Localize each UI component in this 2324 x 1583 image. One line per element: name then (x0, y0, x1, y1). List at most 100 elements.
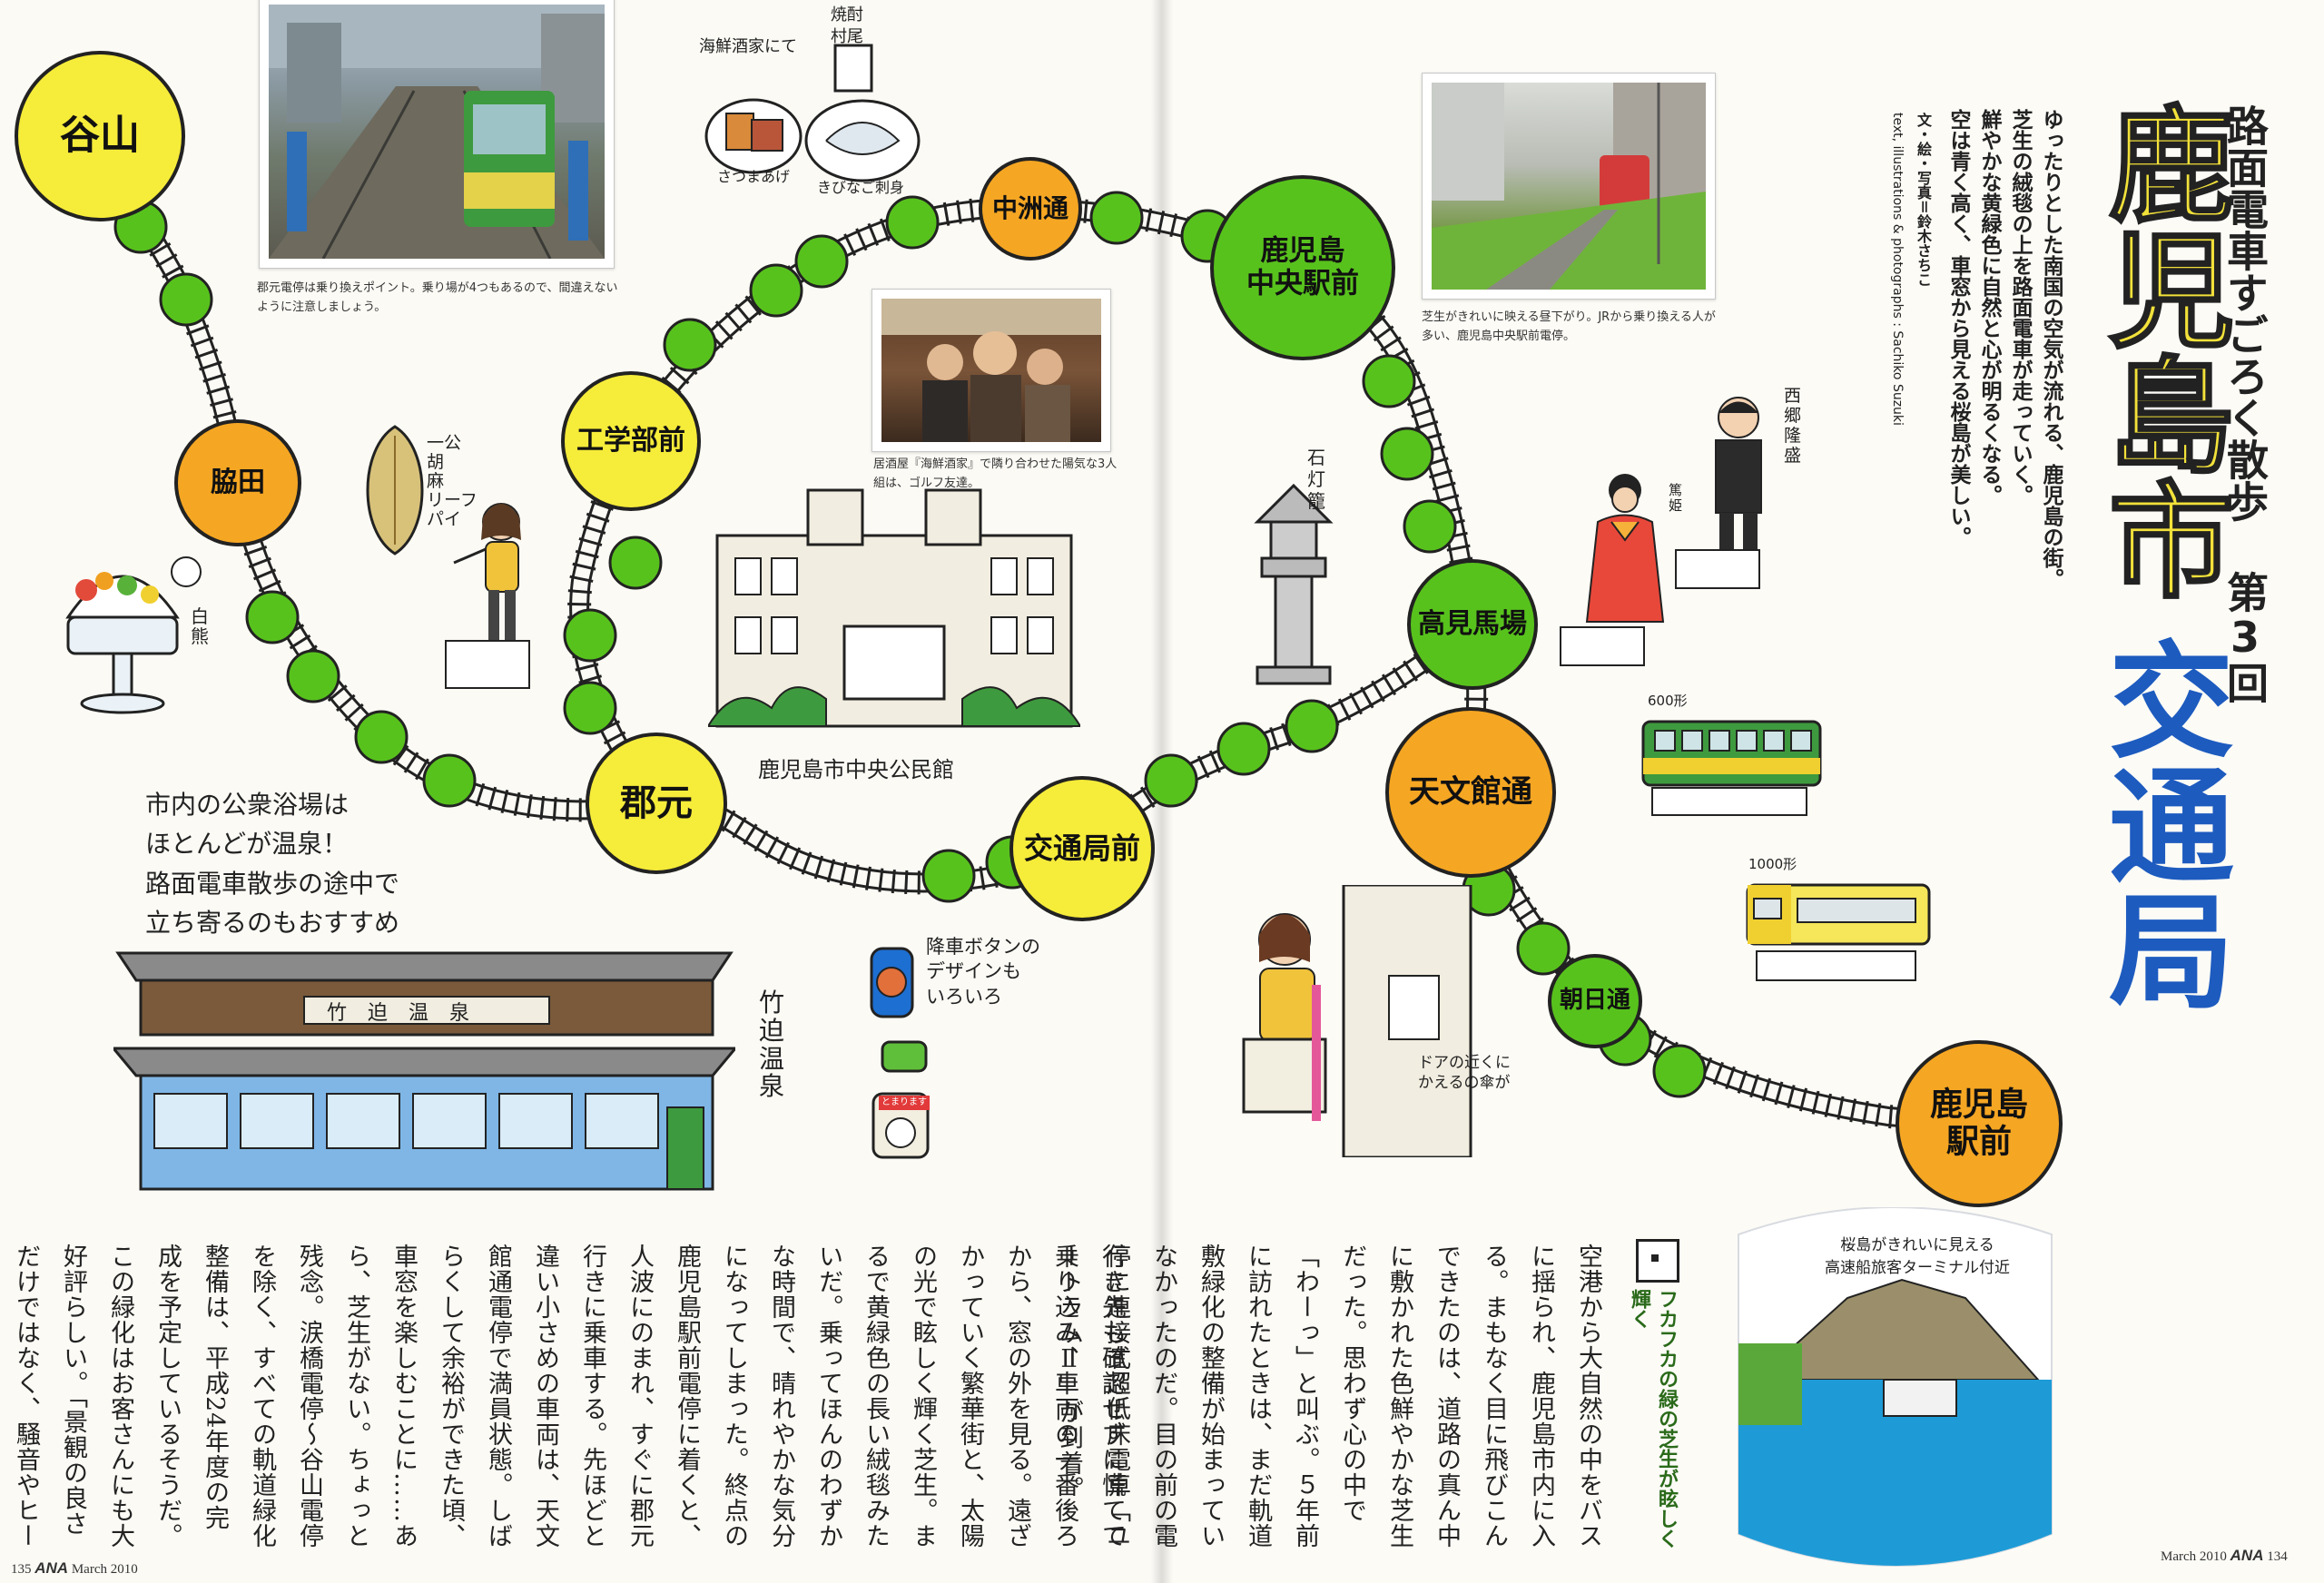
stop-dot (159, 272, 213, 327)
station-kagoshimachuoekimae: 鹿児島 中央駅前 (1246, 234, 1359, 300)
stop-dot (1380, 427, 1434, 481)
note-shirokuma: 白 熊 (191, 605, 209, 647)
series-name: 路面電車すごろく散歩 (2221, 104, 2270, 522)
shirokuma-illustration (65, 556, 202, 714)
station-circle-taniyama (15, 51, 185, 221)
station-kagoshimaekimae: 鹿児島 駅前 (1929, 1086, 2029, 1161)
folio-right-mag: ANA (2230, 1547, 2264, 1564)
stop-dot (354, 710, 409, 764)
atsuhime-illustration (1585, 474, 1665, 623)
saigo-stand (1675, 549, 1760, 589)
note-umbrella: ドアの近くに かえるの傘が (1418, 1054, 1511, 1093)
note-kibinago: きびなご刺身 (817, 179, 905, 196)
credit-en: text, illustrations & photographs : Sach… (1890, 113, 1905, 426)
station-circle-kougakubumae (561, 371, 701, 511)
note-atsuhime: 篤 姫 (1669, 482, 1683, 514)
sakurajima-illustration (1738, 1207, 2053, 1567)
stop-dots (113, 191, 1707, 1098)
folio-right: March 2010 ANA 134 (2161, 1547, 2288, 1565)
stop-dot (1089, 191, 1144, 245)
station-circle-takamibaba (1407, 559, 1538, 690)
column-heading: フカフカの緑の芝生が眩しく輝く (1628, 1289, 1678, 1549)
stop-dot (1652, 1044, 1707, 1098)
station-circle-asahidori (1548, 954, 1642, 1048)
kominkan-illustration (708, 488, 1080, 728)
note-button-label: とまります (879, 1096, 930, 1110)
stop-dot (1516, 921, 1571, 976)
tram-photo-caption: 郡元電停は乗り換えポイント。乗り場が4つもあるので、間違えないように注意しましょ… (257, 281, 618, 314)
note-model1000: 1000形 (1748, 856, 1797, 872)
buttons-illustration (870, 947, 930, 1159)
stop-dot (1362, 354, 1416, 408)
station-koutsukyokumae: 交通局前 (1023, 831, 1141, 866)
folio-left: 135 ANA March 2010 (11, 1559, 138, 1578)
food-illustration (704, 44, 921, 182)
series-number: 第3回 (2221, 571, 2270, 703)
note-onsen-sign: 竹 迫 温 泉 (327, 1002, 477, 1025)
tram1000-illustration (1746, 883, 1931, 981)
station-circle-wakita (174, 419, 301, 546)
station-taniyama: 谷山 (60, 112, 140, 159)
stop-dot (608, 536, 663, 590)
folio-right-page: 134 (2267, 1549, 2288, 1564)
saigo-illustration (1715, 397, 1762, 549)
body-text-left: 行き先も確認せずに慌てて乗り込み、車両の一番後ろから、窓の外を見る。遠ざかってい… (12, 1244, 1126, 1549)
lead-line-2: 芝生の絨毯の上を路面電車が走っていく。 (2008, 109, 2032, 506)
station-circle-kourimoto (586, 733, 727, 874)
note-onsen: 市内の公衆浴場は ほとんどが温泉！ 路面電車散歩の途中で 立ち寄るのもおすすめ (145, 790, 400, 939)
series-title: 路面電車すごろく散歩 第3回 (2215, 104, 2275, 703)
atsuhime-stand (1560, 626, 1645, 666)
stop-dot (422, 753, 477, 808)
grass-photo-image (1432, 83, 1706, 290)
note-satsumaage: さつまあげ (717, 168, 791, 185)
main-title-line2: 交通局 (2087, 635, 2233, 1011)
stop-dot (245, 590, 300, 644)
station-asahidori: 朝日通 (1559, 987, 1631, 1015)
note-ishidoro: 石 灯 籠 (1307, 447, 1325, 512)
stop-dot (1216, 722, 1271, 776)
note-model600: 600形 (1648, 693, 1688, 709)
woman-stand (445, 640, 530, 689)
station-circle-nakasudori (979, 157, 1082, 261)
note-shochu: 焼酎 村尾 (831, 5, 863, 47)
leaf-pie-illustration (366, 425, 424, 556)
folio-left-page: 135 (11, 1562, 32, 1577)
stop-dot (885, 195, 940, 250)
station-kougakubumae: 工学部前 (576, 424, 685, 457)
station-circle-kagoshimaekimae (1896, 1040, 2063, 1207)
tram-photo (259, 0, 615, 269)
stop-dot (563, 608, 617, 663)
umbrella-scene-illustration (1242, 885, 1472, 1157)
note-saigo: 西 郷 隆 盛 (1784, 386, 1802, 466)
tram600-illustration (1641, 720, 1822, 816)
column-heading-mark (1651, 1254, 1659, 1262)
lead-text: ゆったりとした南国の空気が流れる、鹿児島の街。 芝生の絨毯の上を路面電車が走って… (1943, 109, 2066, 617)
folio-left-date: March 2010 (71, 1562, 138, 1577)
stop-dot (663, 318, 717, 372)
note-takesako: 竹 迫 温 泉 (759, 988, 785, 1102)
stop-dot (1144, 753, 1198, 808)
grass-photo (1422, 73, 1716, 300)
column-heading-box (1636, 1239, 1679, 1283)
stop-dot (1403, 499, 1457, 554)
credit-jp: 文・絵・写真＝鈴木さちこ (1915, 113, 1932, 287)
note-sakurajima: 桜島がきれいに見える 高速船旅客ターミナル付近 (1825, 1236, 2010, 1277)
stop-dot (749, 263, 803, 318)
stop-dot (563, 681, 617, 735)
izakaya-photo (872, 289, 1111, 452)
stop-dot (921, 849, 976, 903)
woman-illustration (453, 503, 521, 644)
station-nakasudori: 中洲通 (991, 192, 1069, 223)
station-circle-koutsukyokumae (1009, 776, 1155, 921)
folio-left-mag: ANA (34, 1559, 69, 1577)
takesako-onsen-illustration (113, 951, 735, 1191)
stop-dot (286, 649, 340, 703)
grass-photo-caption: 芝生がきれいに映える昼下がり。JRから乗り換える人が多い、鹿児島中央駅前電停。 (1422, 310, 1716, 343)
note-buttons: 降車ボタンの デザインも いろいろ (926, 936, 1040, 1008)
note-kaisen: 海鮮酒家にて (699, 37, 797, 56)
station-circle-tenmonkandori (1385, 707, 1556, 878)
stop-dot (1285, 699, 1339, 753)
lead-line-1: ゆったりとした南国の空気が流れる、鹿児島の街。 (2039, 109, 2063, 589)
lead-line-4: 空は青く高く、車窓から見える桜島が美しい。 (1946, 109, 1970, 547)
